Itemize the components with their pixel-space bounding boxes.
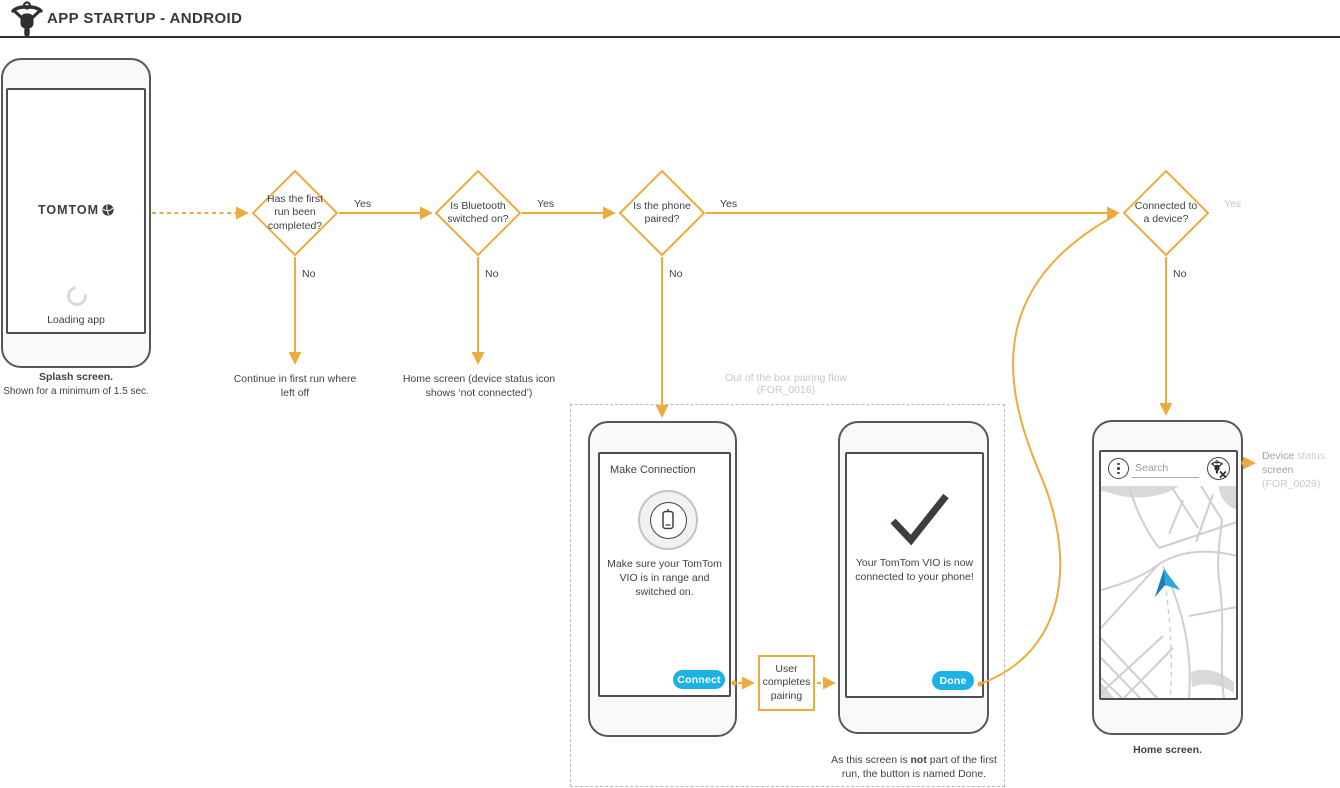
d2-yes-label: Yes bbox=[537, 198, 555, 210]
splash-screen-phone: TOMTOM Loading app bbox=[1, 58, 151, 368]
d3-yes-label: Yes bbox=[720, 198, 738, 210]
device-status-button[interactable] bbox=[1207, 457, 1230, 480]
map-landmass bbox=[1219, 486, 1236, 510]
pairing-ring-icon bbox=[638, 490, 698, 550]
d3-no-label: No bbox=[669, 268, 683, 280]
d4-yes-label: Yes bbox=[1224, 198, 1242, 210]
make-connection-title: Make Connection bbox=[610, 464, 696, 476]
diamond-connected-device-label: Connected to a device? bbox=[1134, 200, 1198, 226]
done-body: Your TomTom VIO is now connected to your… bbox=[855, 557, 974, 583]
make-connection-body: Make sure your TomTom VIO is in range an… bbox=[607, 558, 722, 598]
search-underline bbox=[1132, 477, 1199, 478]
pairing-flow-box-label: Out of the box pairing flow (FOR_0016) bbox=[725, 372, 847, 396]
tomtom-globe-icon bbox=[102, 204, 114, 216]
loading-label: Loading app bbox=[47, 314, 105, 326]
d1-no-outcome-caption: Continue in first run where left off bbox=[233, 373, 357, 399]
diamond-first-run-label: Has the first run been completed? bbox=[266, 193, 324, 232]
make-connection-phone: Make Connection Make sure your TomTom VI… bbox=[588, 421, 737, 737]
map-landmass bbox=[1101, 486, 1179, 498]
map-view[interactable] bbox=[1101, 486, 1237, 699]
diamond-phone-paired-label: Is the phone paired? bbox=[633, 200, 691, 226]
device-status-note-line3: (FOR_0029) bbox=[1262, 478, 1321, 491]
home-phone: Search bbox=[1092, 420, 1243, 735]
page-title: APP STARTUP - ANDROID bbox=[47, 10, 243, 27]
pairing-ring-inner bbox=[649, 501, 687, 539]
home-screen: Search bbox=[1099, 450, 1238, 700]
map-landmass bbox=[1191, 669, 1234, 693]
device-status-note-word2: status bbox=[1297, 450, 1326, 462]
home-caption: Home screen. bbox=[1133, 744, 1202, 756]
d2-no-outcome-caption: Home screen (device status icon shows ‘n… bbox=[402, 373, 556, 399]
search-input[interactable]: Search bbox=[1135, 462, 1169, 474]
splash-caption-title: Splash screen. bbox=[38, 371, 114, 383]
d2-no-label: No bbox=[485, 268, 499, 280]
d4-no-label: No bbox=[1173, 268, 1187, 280]
device-status-note-line2: screen bbox=[1262, 464, 1294, 477]
done-button[interactable]: Done bbox=[932, 671, 974, 690]
d1-no-label: No bbox=[302, 268, 316, 280]
done-caption: As this screen is not part of the first … bbox=[828, 740, 1000, 782]
splash-caption-sub: Shown for a minimum of 1.5 sec. bbox=[3, 386, 149, 397]
done-phone: Your TomTom VIO is now connected to your… bbox=[838, 421, 989, 734]
d1-yes-label: Yes bbox=[354, 198, 372, 210]
checkmark-icon bbox=[890, 493, 949, 546]
current-location-arrow bbox=[1155, 569, 1180, 597]
user-completes-pairing-box: User completes pairing bbox=[758, 655, 815, 711]
header-divider bbox=[0, 36, 1340, 38]
done-caption-part2: part of the first run, the button is nam… bbox=[841, 753, 997, 780]
device-status-scooter-icon bbox=[1210, 460, 1227, 479]
done-caption-bold: not bbox=[910, 753, 927, 766]
vio-device-icon bbox=[662, 509, 674, 530]
tomtom-logo: TOMTOM bbox=[8, 203, 144, 217]
menu-dots-icon bbox=[1109, 459, 1128, 478]
scooter-logo-icon bbox=[10, 1, 44, 37]
splash-screen: TOMTOM Loading app bbox=[6, 88, 146, 334]
main-menu-button[interactable] bbox=[1108, 458, 1129, 479]
tomtom-logo-text: TOMTOM bbox=[37, 203, 100, 217]
done-screen: Your TomTom VIO is now connected to your… bbox=[845, 452, 984, 698]
diamond-bluetooth-label: Is Bluetooth switched on? bbox=[447, 200, 509, 226]
done-caption-part1: As this screen is bbox=[831, 753, 911, 766]
connect-button[interactable]: Connect bbox=[673, 670, 725, 689]
device-status-note-word1: Device bbox=[1262, 450, 1295, 462]
make-connection-screen: Make Connection Make sure your TomTom VI… bbox=[598, 452, 731, 697]
loading-spinner bbox=[63, 282, 91, 310]
